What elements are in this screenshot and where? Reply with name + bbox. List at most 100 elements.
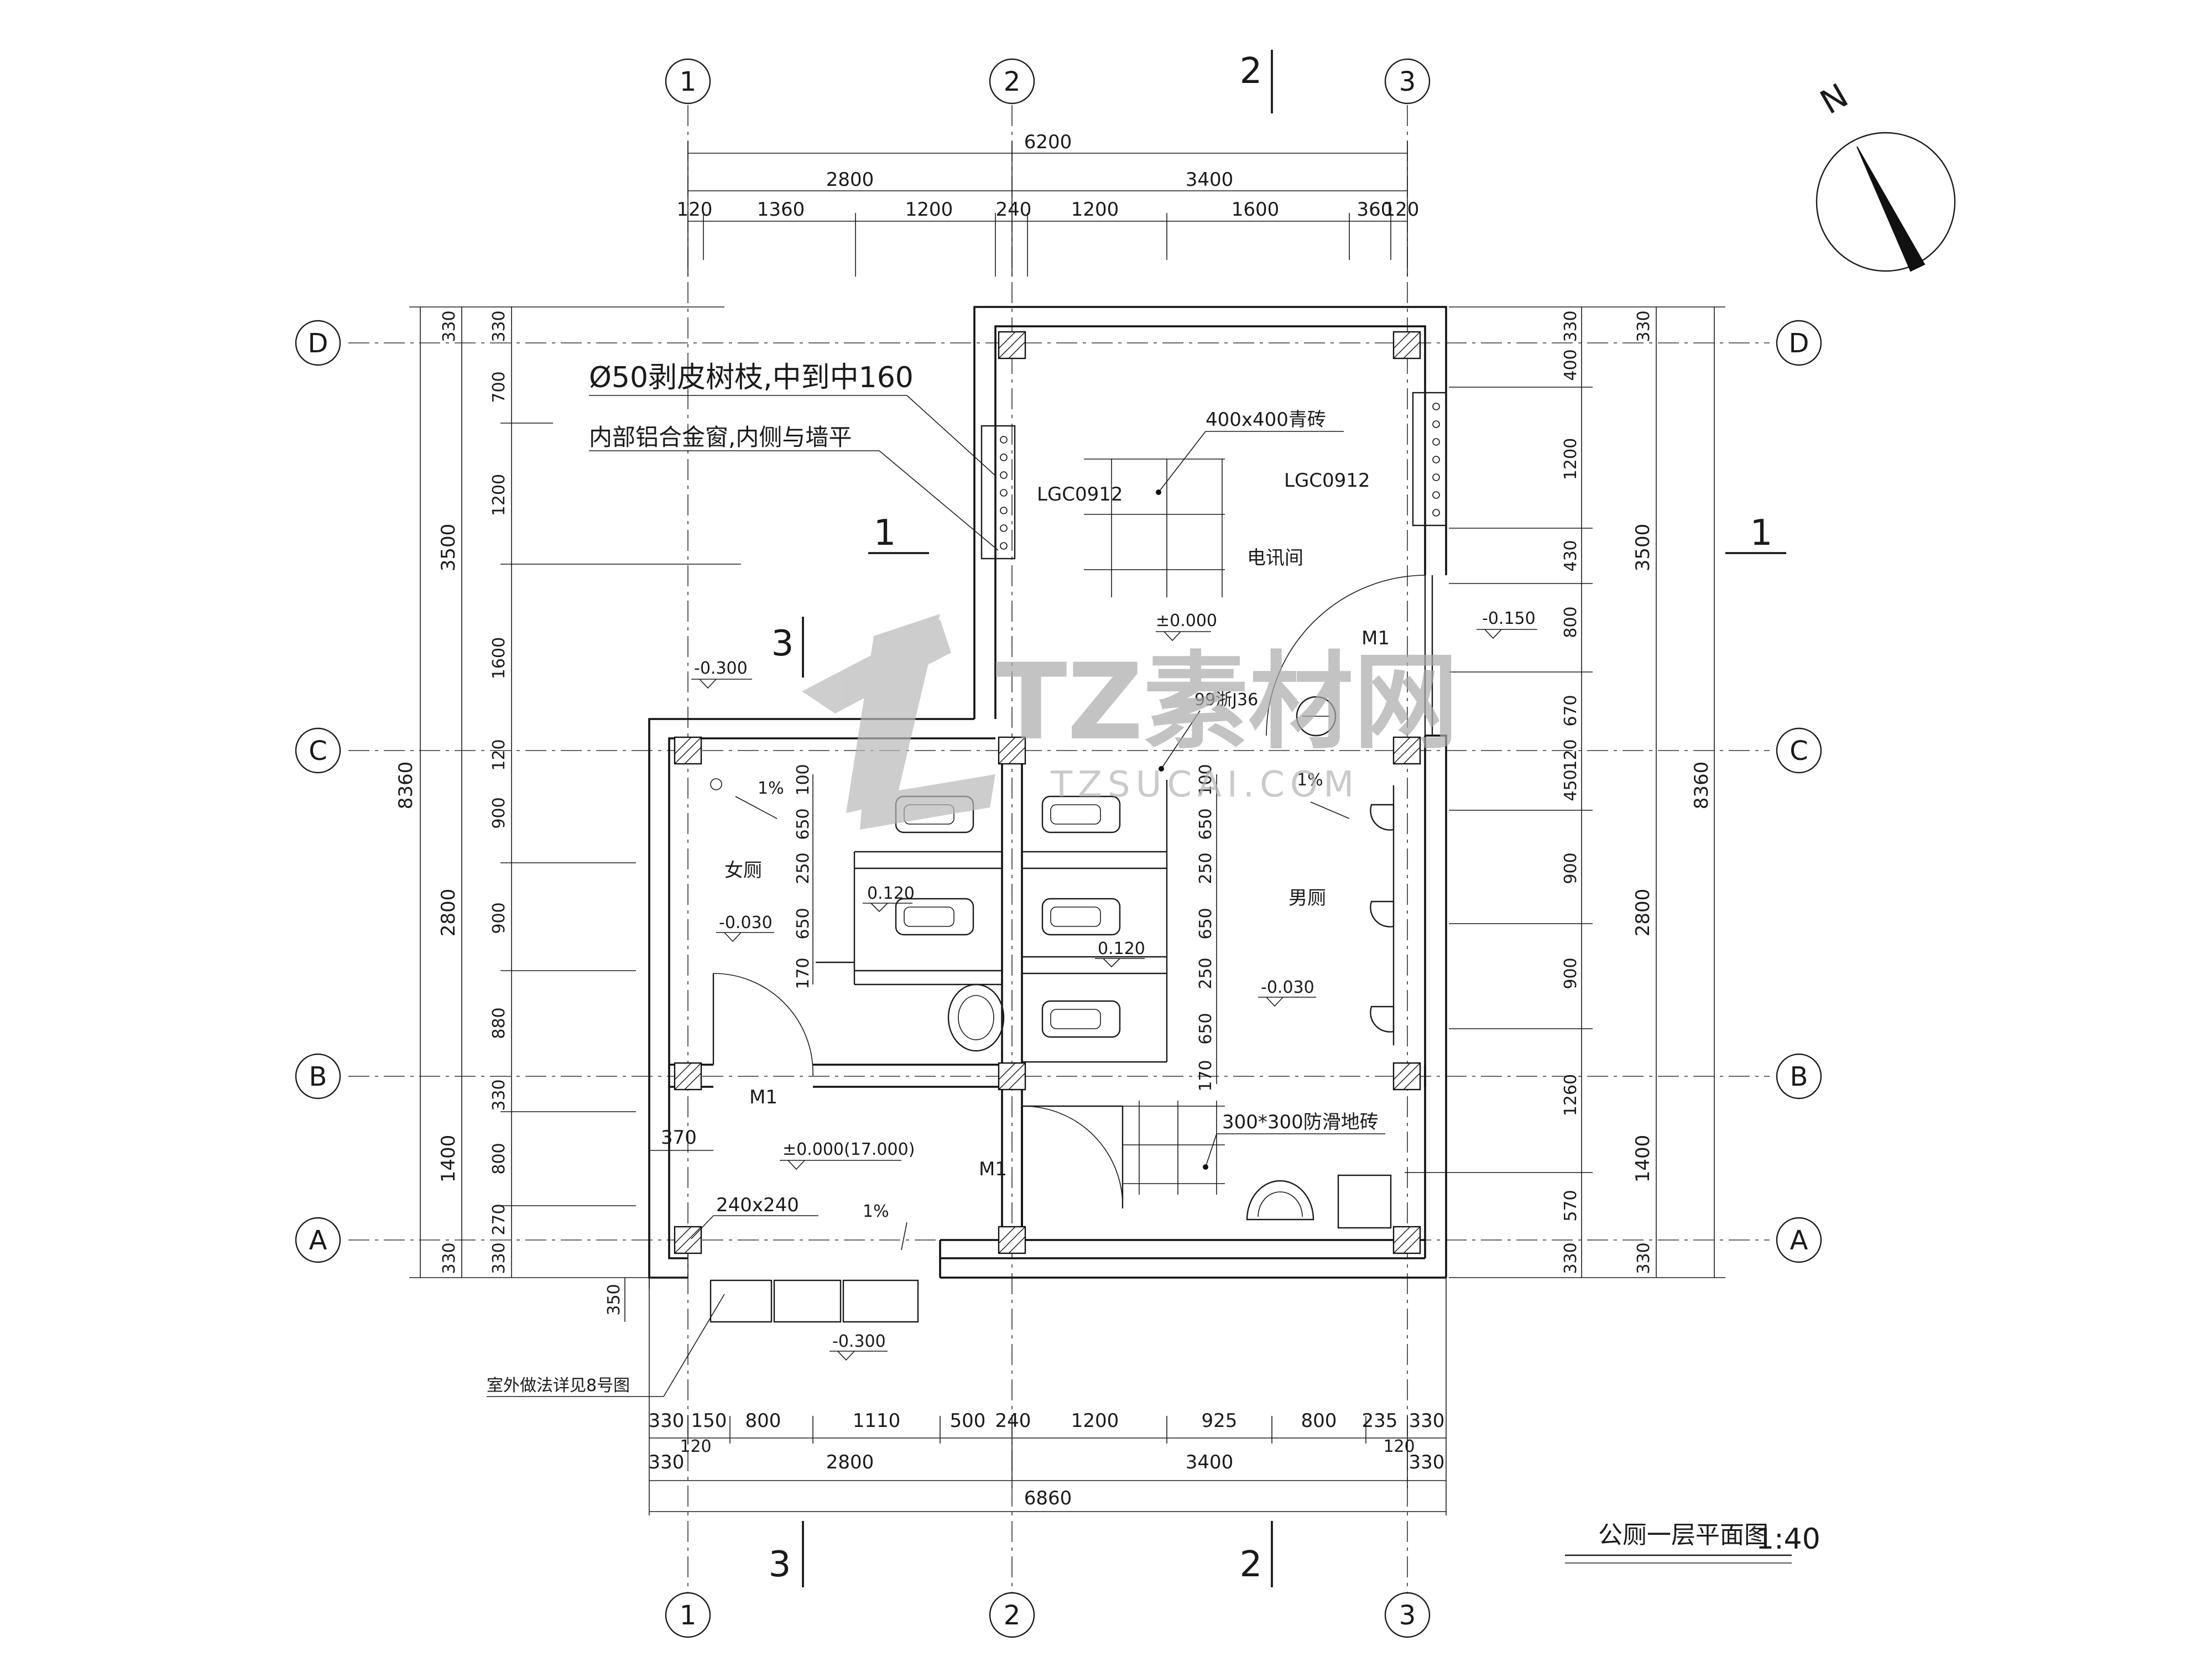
dim-370: 370 <box>661 1127 697 1149</box>
svg-text:3: 3 <box>769 1544 791 1585</box>
svg-text:1: 1 <box>874 513 896 554</box>
axis-label-3-top: 3 <box>1399 66 1416 97</box>
svg-text:240: 240 <box>995 1410 1031 1432</box>
level-left-outdoor: -0.300 <box>694 659 748 678</box>
outdoor-planters <box>649 1278 919 1323</box>
svg-text:330: 330 <box>1409 1451 1445 1473</box>
svg-text:120: 120 <box>1383 1437 1415 1456</box>
axis-grid <box>348 105 1770 1593</box>
svg-text:800: 800 <box>489 1143 509 1174</box>
axis-label-A-right: A <box>1790 1225 1808 1256</box>
svg-text:900: 900 <box>1561 852 1580 884</box>
axis-label-2-bottom: 2 <box>1004 1600 1021 1631</box>
svg-text:650: 650 <box>794 908 813 939</box>
svg-text:650: 650 <box>1196 1013 1215 1044</box>
svg-text:650: 650 <box>1196 908 1215 939</box>
svg-text:330: 330 <box>440 310 459 342</box>
window-screens <box>980 392 1447 560</box>
dim-350: 350 <box>604 1284 624 1315</box>
svg-text:1200: 1200 <box>1071 199 1119 221</box>
svg-text:3400: 3400 <box>1186 1451 1234 1473</box>
svg-text:330: 330 <box>489 1079 509 1111</box>
svg-text:235: 235 <box>1362 1410 1398 1432</box>
svg-text:2800: 2800 <box>826 1451 874 1473</box>
svg-text:6200: 6200 <box>1024 131 1072 153</box>
axis-label-3-bottom: 3 <box>1399 1600 1416 1631</box>
window-screen-dots <box>1000 436 1008 550</box>
svg-text:1260: 1260 <box>1561 1074 1580 1116</box>
branch-dot <box>1432 403 1440 410</box>
axis-label-C-right: C <box>1790 736 1808 767</box>
outdoor-note: 室外做法详见8号图 <box>487 1376 630 1395</box>
svg-text:400: 400 <box>1561 349 1580 381</box>
level-telecom: ±0.000 <box>1156 611 1217 631</box>
svg-text:3: 3 <box>771 623 794 664</box>
svg-text:330: 330 <box>1561 310 1580 342</box>
top-dimensions: 6200 2800 3400 120 1360 1200 240 1200 16… <box>677 131 1419 277</box>
axis-bubbles: 1 2 3 1 2 3 D C B A D C B A <box>295 58 1822 1638</box>
svg-text:330: 330 <box>489 310 509 342</box>
level-womens-stall: 0.120 <box>867 884 915 903</box>
svg-text:1200: 1200 <box>1071 1410 1119 1432</box>
columns <box>674 331 1421 1254</box>
svg-text:8360: 8360 <box>395 762 417 810</box>
level-entry: ±0.000(17.000) <box>782 1140 915 1159</box>
slope-mens: 1% <box>1297 770 1323 790</box>
svg-text:360: 360 <box>1357 199 1393 221</box>
room-label-telecom: 电讯间 <box>1247 547 1303 569</box>
svg-text:3400: 3400 <box>1186 169 1234 191</box>
svg-text:900: 900 <box>489 902 509 934</box>
window-code-left: LGC0912 <box>1037 483 1123 506</box>
window-code-right: LGC0912 <box>1284 470 1370 492</box>
column-size: 240x240 <box>716 1194 799 1216</box>
floor-tile-note: 300*300防滑地砖 <box>1222 1111 1379 1133</box>
axis-label-C-left: C <box>309 736 327 767</box>
room-label-womens: 女厕 <box>724 859 762 882</box>
level-mens-floor: -0.030 <box>1261 978 1314 997</box>
axis-label-B-left: B <box>309 1061 327 1092</box>
svg-text:570: 570 <box>1561 1190 1580 1221</box>
svg-text:120: 120 <box>1561 739 1580 770</box>
svg-text:1400: 1400 <box>1632 1135 1654 1183</box>
svg-text:330: 330 <box>1409 1410 1445 1432</box>
svg-text:170: 170 <box>1196 1060 1215 1091</box>
level-womens-floor: -0.030 <box>719 913 773 932</box>
svg-text:170: 170 <box>794 957 813 989</box>
branch-dot <box>1432 456 1440 463</box>
axis-label-1-bottom: 1 <box>680 1600 697 1631</box>
plan-title: 公厕一层平面图 <box>1598 1521 1768 1549</box>
doors <box>712 575 1433 1209</box>
axis-label-2-top: 2 <box>1004 66 1021 97</box>
plan-scale: 1:40 <box>1756 1523 1820 1556</box>
washbasins <box>947 983 1392 1229</box>
floor-drain-telecom <box>1296 696 1337 737</box>
svg-text:330: 330 <box>1634 310 1653 342</box>
svg-text:3500: 3500 <box>437 524 460 572</box>
section-marks: 2 3 2 1 1 3 <box>769 50 1786 1587</box>
branch-dot <box>1000 524 1008 532</box>
svg-text:1600: 1600 <box>1232 199 1280 221</box>
svg-text:100: 100 <box>1196 764 1215 795</box>
svg-text:240: 240 <box>996 199 1032 221</box>
north-arrow: N <box>1814 76 1956 272</box>
urinals <box>1370 785 1395 1045</box>
axis-label-B-right: B <box>1790 1061 1808 1092</box>
branch-dot <box>1432 509 1440 517</box>
tile-grid-telecom <box>1084 459 1225 597</box>
svg-text:250: 250 <box>1196 957 1215 989</box>
branch-dot <box>1000 542 1008 550</box>
svg-text:330: 330 <box>1634 1242 1653 1274</box>
svg-text:8360: 8360 <box>1691 762 1713 810</box>
svg-text:120: 120 <box>677 199 713 221</box>
svg-text:120: 120 <box>680 1437 711 1456</box>
svg-text:2: 2 <box>1240 51 1262 92</box>
svg-text:1110: 1110 <box>853 1410 901 1432</box>
watermark-sub: TZSUCAI.COM <box>1050 764 1359 805</box>
door-label-womens: M1 <box>749 1086 778 1108</box>
branch-dot <box>1432 420 1440 428</box>
svg-text:2800: 2800 <box>826 169 874 191</box>
room-label-mens: 男厕 <box>1288 887 1326 909</box>
branch-dot <box>1000 471 1008 479</box>
drawing-title: 公厕一层平面图 1:40 <box>1565 1521 1820 1564</box>
svg-text:250: 250 <box>794 852 813 884</box>
